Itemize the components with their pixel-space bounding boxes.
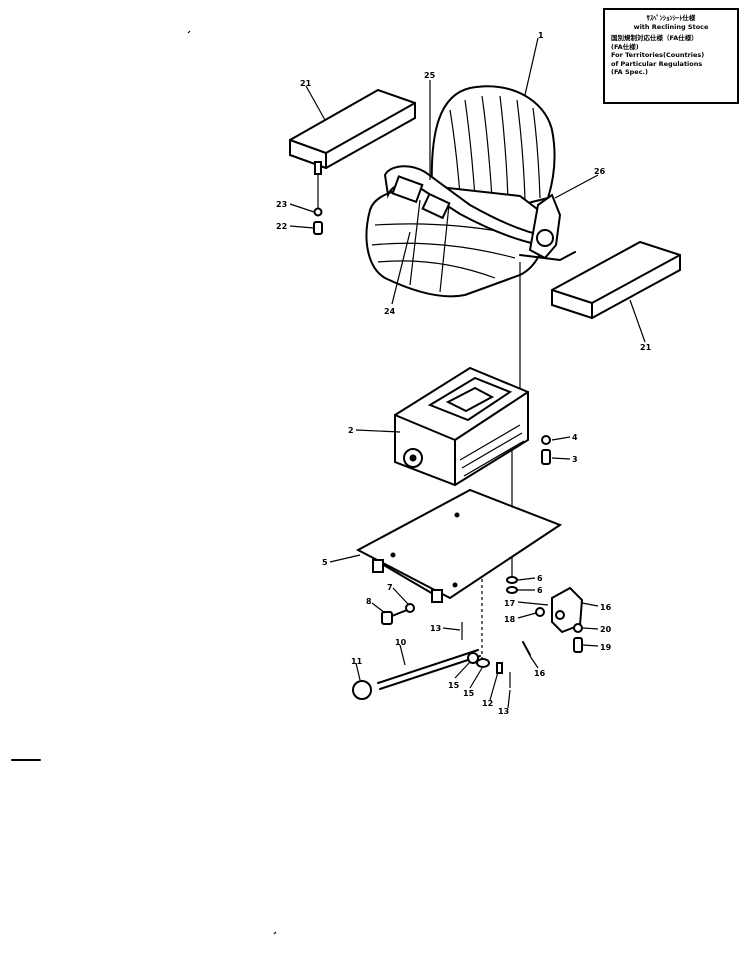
callout-21-right: 21 [640, 343, 652, 352]
callout-25: 25 [424, 71, 436, 80]
note-line-5: For Territories(Countries) [611, 51, 705, 59]
callout-13-upper: 13 [430, 624, 441, 633]
callout-26: 26 [594, 167, 606, 176]
base-plate [355, 488, 563, 603]
callout-15-right: 15 [463, 689, 475, 698]
note-line-3: 国別規制対応仕様（FA仕様） [611, 34, 698, 42]
callout-23: 23 [276, 200, 287, 209]
plate-bolt [381, 603, 415, 625]
stray-mark [187, 30, 191, 34]
callout-13-lower: 13 [498, 707, 509, 716]
note-line-1: ｻｽﾍﾟﾝｼｮﾝｼｰﾄ仕様 [646, 14, 696, 22]
callout-5: 5 [322, 558, 328, 567]
callout-3: 3 [572, 455, 578, 464]
armrest-bolt-left [313, 161, 323, 235]
callout-20: 20 [600, 625, 612, 634]
suspension-unit [394, 366, 529, 487]
note-line-7: (FA Spec.) [611, 68, 648, 76]
armrest-left [289, 88, 416, 170]
note-line-4: (FA仕様) [611, 42, 639, 51]
leader-lines [289, 37, 646, 709]
callout-1: 1 [538, 31, 544, 40]
callout-10: 10 [395, 638, 407, 647]
lever-rod [352, 622, 531, 700]
callout-22: 22 [276, 222, 287, 231]
suspension-bolt [541, 435, 551, 465]
note-line-6: of Particular Regulations [611, 59, 703, 68]
callout-24: 24 [384, 307, 396, 316]
callout-19: 19 [600, 643, 612, 652]
callout-6-upper: 6 [537, 574, 543, 583]
recline-lever [519, 193, 576, 261]
armrest-right [551, 240, 681, 320]
callout-8: 8 [366, 597, 372, 606]
callout-11: 11 [351, 657, 363, 666]
seat-cushion [365, 184, 547, 298]
callout-16-lower: 16 [534, 669, 546, 678]
note-line-2: with Reclining Stoce [633, 22, 709, 31]
callout-12: 12 [482, 699, 493, 708]
callout-21-left: 21 [300, 79, 312, 88]
spec-note-box: ｻｽﾍﾟﾝｼｮﾝｼｰﾄ仕様 with Reclining Stoce 国別規制対… [603, 8, 739, 104]
callout-17: 17 [504, 599, 515, 608]
callout-16-upper: 16 [600, 603, 612, 612]
callout-6-lower: 6 [537, 586, 543, 595]
callout-18: 18 [504, 615, 516, 624]
stray-mark [273, 931, 277, 935]
washer-stack [506, 576, 518, 594]
seat-backrest [430, 85, 556, 207]
callout-7: 7 [387, 583, 393, 592]
callout-15-left: 15 [448, 681, 460, 690]
lever-bracket [535, 586, 584, 653]
callout-4: 4 [572, 433, 578, 442]
callout-2: 2 [348, 426, 354, 435]
